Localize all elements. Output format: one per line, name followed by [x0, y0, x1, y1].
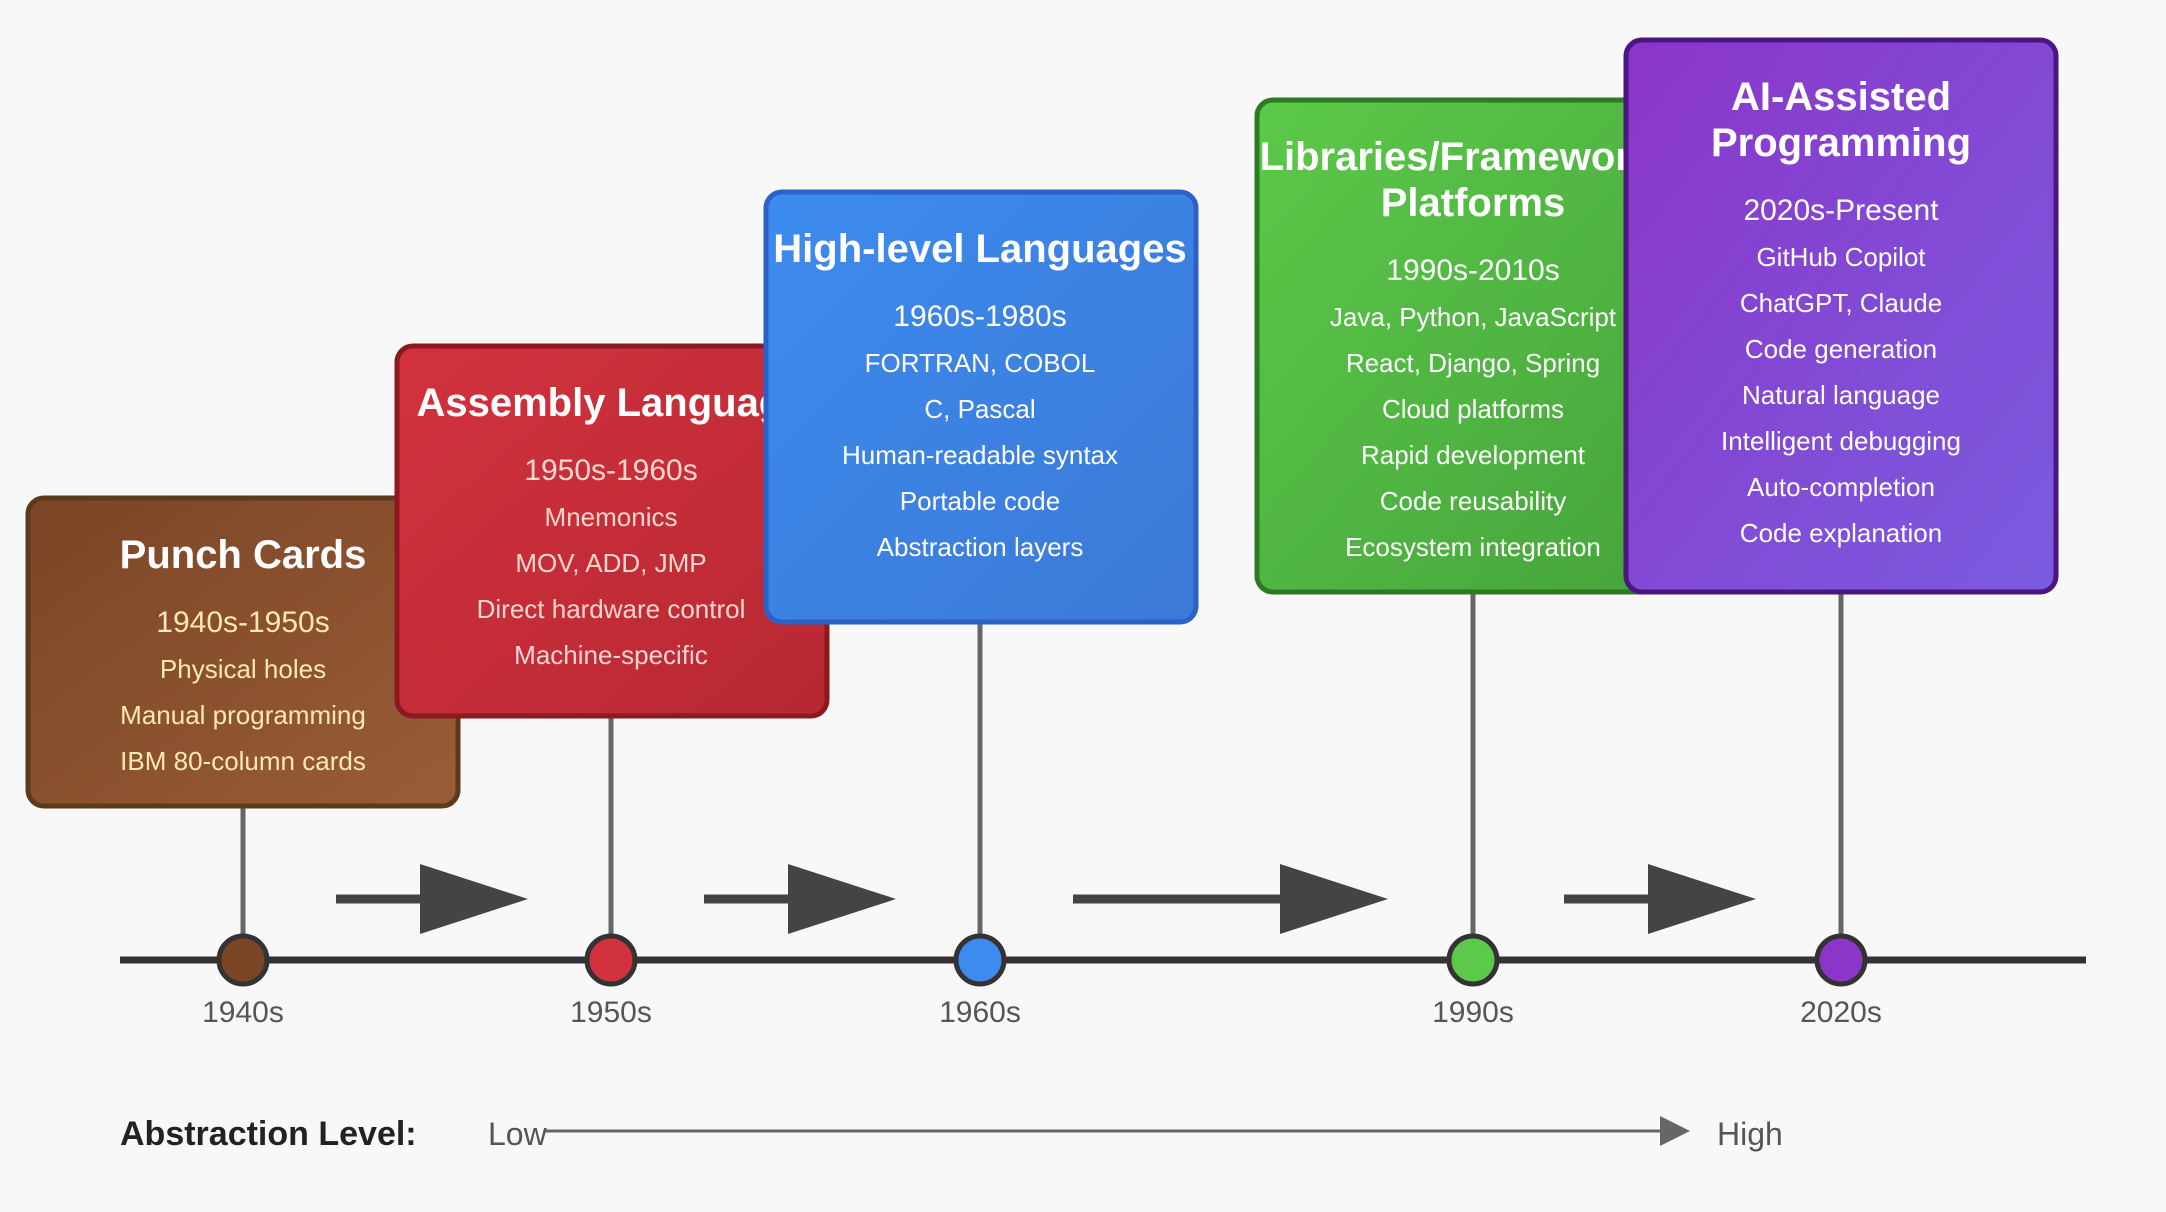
stage-high-level-languages: High-level Languages 1960s-1980sFORTRAN, …: [763, 189, 1199, 1029]
decade-label: 1950s: [570, 996, 652, 1029]
stage-item: Mnemonics: [545, 502, 678, 532]
progress-arrows: [336, 864, 1756, 934]
timeline-marker: [1814, 933, 1868, 987]
stage-item: Java, Python, JavaScript: [1330, 302, 1617, 332]
stage-item: Rapid development: [1361, 440, 1586, 470]
stage-item: Portable code: [900, 486, 1060, 516]
stage-title: Platforms: [1381, 181, 1566, 225]
stage-item: FORTRAN, COBOL: [865, 348, 1096, 378]
stage-card: [763, 189, 1199, 625]
stage-period: 2020s-Present: [1743, 194, 1939, 227]
stage-item: Manual programming: [120, 700, 366, 730]
stage-item: Human-readable syntax: [842, 440, 1118, 470]
stage-title: Programming: [1711, 121, 1971, 165]
stage-libraries-frameworks: Libraries/Frameworks/Platforms 1990s-2010…: [1254, 97, 1692, 1029]
progress-arrow: [1073, 864, 1388, 934]
stage-item: MOV, ADD, JMP: [515, 548, 706, 578]
stage-item: Physical holes: [160, 654, 326, 684]
timeline-marker: [216, 933, 270, 987]
stage-title: Punch Cards: [120, 533, 367, 577]
stage-item: Auto-completion: [1747, 472, 1935, 502]
stage-item: Abstraction layers: [877, 532, 1084, 562]
stage-title: AI-Assisted: [1731, 75, 1951, 119]
stage-item: Machine-specific: [514, 640, 708, 670]
timeline-marker: [1446, 933, 1500, 987]
stage-item: C, Pascal: [924, 394, 1035, 424]
stage-item: Ecosystem integration: [1345, 532, 1601, 562]
stage-item: Natural language: [1742, 380, 1940, 410]
timeline-marker: [584, 933, 638, 987]
progress-arrow: [704, 864, 896, 934]
abstraction-high-label: High: [1717, 1116, 1783, 1152]
decade-label: 1990s: [1432, 996, 1514, 1029]
abstraction-low-label: Low: [488, 1116, 548, 1152]
stage-item: Cloud platforms: [1382, 394, 1564, 424]
stage-item: IBM 80-column cards: [120, 746, 366, 776]
stage-period: 1960s-1980s: [893, 300, 1066, 333]
stage-item: Code generation: [1745, 334, 1937, 364]
stage-item: Code reusability: [1380, 486, 1566, 516]
decade-label: 1940s: [202, 996, 284, 1029]
stage-period: 1940s-1950s: [156, 606, 329, 639]
decade-label: 2020s: [1800, 996, 1882, 1029]
stage-card: [1623, 37, 2059, 595]
timeline-marker: [953, 933, 1007, 987]
stage-title: Assembly Language: [416, 381, 805, 425]
stage-item: GitHub Copilot: [1756, 242, 1926, 272]
abstraction-arrow-head: [1660, 1116, 1690, 1146]
progress-arrow: [1564, 864, 1756, 934]
stage-item: Code explanation: [1740, 518, 1942, 548]
abstraction-label: Abstraction Level:: [120, 1115, 417, 1153]
stage-title: High-level Languages: [773, 227, 1186, 271]
abstraction-scale: Abstraction Level: Low High: [120, 1115, 1783, 1153]
progress-arrow: [336, 864, 528, 934]
decade-label: 1960s: [939, 996, 1021, 1029]
stage-period: 1950s-1960s: [524, 454, 697, 487]
stage-assembly-language: Assembly Language 1950s-1960sMnemonicsMOV…: [394, 343, 830, 1029]
stage-item: Direct hardware control: [477, 594, 746, 624]
stage-period: 1990s-2010s: [1386, 254, 1559, 287]
stage-item: Intelligent debugging: [1721, 426, 1961, 456]
stage-title: Libraries/Frameworks/: [1260, 135, 1687, 179]
stage-item: React, Django, Spring: [1346, 348, 1600, 378]
stage-item: ChatGPT, Claude: [1740, 288, 1942, 318]
